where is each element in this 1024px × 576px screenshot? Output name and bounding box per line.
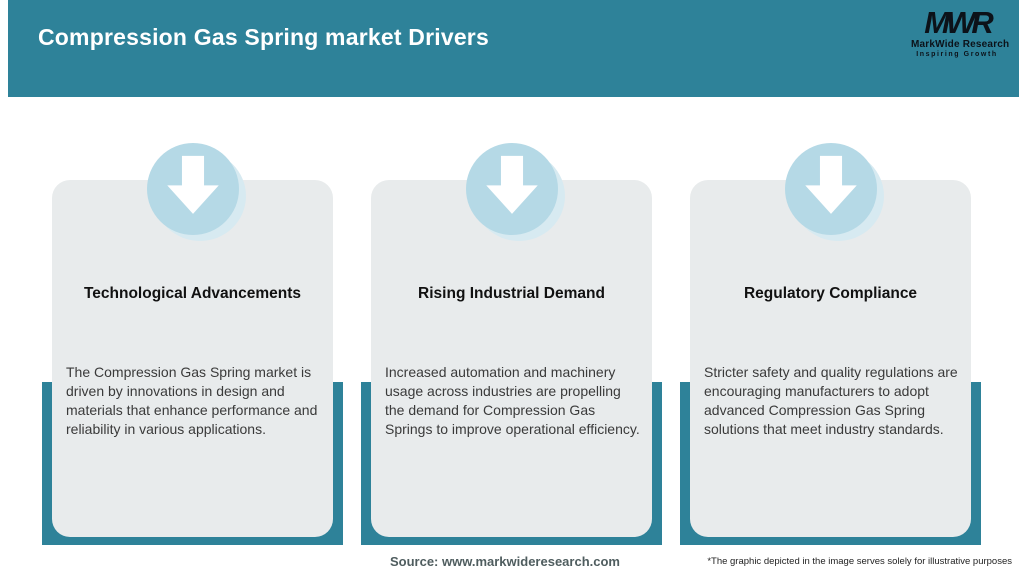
driver-card-column-3: Regulatory Compliance Stricter safety an… [680,143,981,545]
card-title: Technological Advancements [83,285,302,302]
disclaimer-note: *The graphic depicted in the image serve… [707,556,1012,567]
logo-tagline: Inspiring Growth [916,51,998,58]
page-title: Compression Gas Spring market Drivers [38,24,489,50]
driver-card-column-1: Technological Advancements The Compressi… [42,143,343,545]
source-attribution: Source: www.markwideresearch.com [389,554,620,569]
card-title: Rising Industrial Demand [418,285,605,302]
icon-badge [146,143,246,241]
icon-badge [784,143,884,241]
icon-badge [465,143,565,241]
card-description: Increased automation and machinery usage… [385,364,640,437]
card-title: Regulatory Compliance [743,285,918,302]
card-description: The Compression Gas Spring market is dri… [66,364,318,437]
header-bar: Compression Gas Spring market Drivers MW… [8,0,1019,97]
card-description: Stricter safety and quality regulations … [704,364,958,437]
logo-name: MarkWide Research [911,39,1010,50]
logo-acronym: MWR [924,5,993,40]
down-arrow-icon [784,143,877,235]
down-arrow-icon [465,143,558,235]
brand-logo: MWR MarkWide Research Inspiring Growth [911,5,1010,58]
driver-card-column-2: Rising Industrial Demand Increased autom… [361,143,662,545]
down-arrow-icon [146,143,239,235]
